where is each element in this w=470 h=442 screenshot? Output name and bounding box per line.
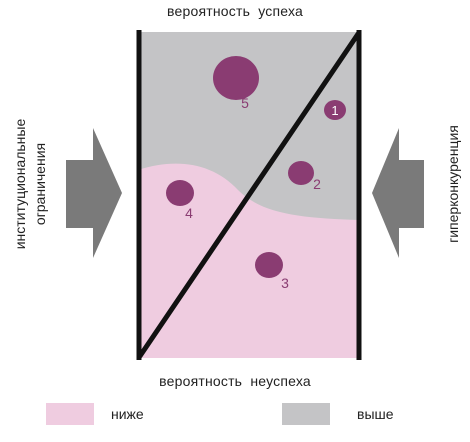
diagonal-line bbox=[137, 31, 361, 359]
bubble-number: 5 bbox=[241, 95, 249, 111]
bubble-number: 3 bbox=[281, 275, 289, 291]
legend-label-higher: выше bbox=[357, 406, 394, 422]
legend-label-lower: ниже bbox=[111, 406, 144, 422]
label-hypercompetition: гиперконкуренция bbox=[445, 125, 461, 243]
bubble-number: 2 bbox=[313, 176, 321, 192]
bubble-circle bbox=[324, 100, 346, 120]
bubble-3: 3 bbox=[255, 252, 289, 291]
bubble-number: 1 bbox=[331, 103, 338, 118]
bubble-circle bbox=[288, 161, 314, 185]
label-failure-probability: вероятность неуспеха bbox=[159, 373, 311, 389]
legend-swatch-higher bbox=[282, 403, 330, 425]
bubble-4: 4 bbox=[166, 180, 194, 221]
label-institutional-constraints: институциональные bbox=[12, 118, 28, 250]
bubble-circle bbox=[255, 252, 283, 278]
bubble-circle bbox=[213, 56, 259, 100]
bubble-circle bbox=[166, 180, 194, 206]
region-lower-pink bbox=[138, 163, 360, 358]
bubble-5: 5 bbox=[213, 56, 259, 111]
bubble-number: 4 bbox=[185, 205, 193, 221]
bubble-1: 1 bbox=[324, 100, 346, 120]
left-arrow-icon bbox=[66, 128, 122, 258]
legend-swatch-lower bbox=[46, 403, 94, 425]
bubble-2: 2 bbox=[288, 161, 321, 192]
label-success-probability: вероятность успеха bbox=[167, 3, 303, 19]
label-institutional-constraints-line2: ограничения bbox=[32, 142, 48, 226]
right-arrow-icon bbox=[372, 128, 424, 258]
